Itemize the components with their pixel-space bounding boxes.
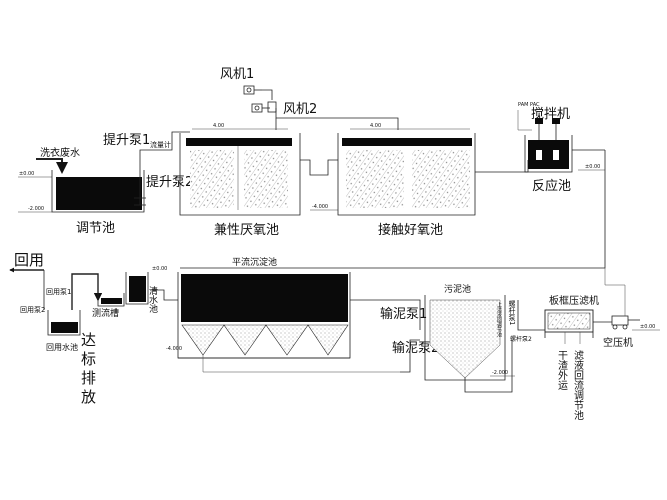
reuse-tank-label: 回用水池 [46,342,78,352]
lift-pump2-label: 提升泵2 [146,174,193,190]
elev-label: ±0.00 [585,164,600,170]
elev-top-label: 4.00 [213,123,224,129]
flowmeter-label: 流量计 [150,140,171,149]
screw-pump1-label: 螺杆泵1 [508,299,516,325]
reuse-label: 回用 [14,251,44,269]
screw-pump2-label: 螺杆泵2 [510,335,532,343]
flow-channel: 测流槽 清水池 ±0.00 [92,266,167,319]
sludge-pump2-label: 输泥泵2 [392,340,439,356]
anoxic-label: 兼性厌氧池 [214,223,279,238]
anoxic-media-2 [244,150,288,208]
aerobic-media-1 [346,150,404,208]
reuse-pump1-label: 回用泵1 [46,288,71,296]
filter-press-label: 板框压滤机 [549,294,599,307]
lift-pump1-label: 提升泵1 [103,132,150,148]
fan1-icon [243,85,262,95]
dry-sludge-label: 干渣外运 [556,350,568,391]
aerobic-label: 接触好氧池 [378,222,443,238]
elev-label: ±0.00 [152,266,167,272]
equalization-water [56,177,142,210]
clear-water-label: 清水池 [147,285,158,313]
sedimentation-tank: 平流沉淀池 -4.000 [150,256,400,373]
aerobic-media-2 [412,150,470,208]
equalization-tank: 洗衣废水 ±0.00 -2.000 调节池 [18,146,145,236]
sludge-tank: 污泥池 -2.000 螺杆泵1 上清液回调节池 螺杆泵2 [424,283,545,393]
fan1-label: 风机1 [220,67,254,82]
fan2-label: 风机2 [283,102,317,117]
fan2-icon [251,101,277,113]
elev-label: ±0.00 [640,324,655,330]
sludge-pump1-label: 输泥泵1 [380,306,427,322]
elev-label: ±0.00 [19,171,34,177]
elev-label: -4.000 [312,204,328,210]
sludge-pumps: 输泥泵1 输泥泵2 [350,299,439,373]
discharge-label: 达标排放 [79,332,97,408]
reuse-section: 回用 回用泵1 回用泵2 回用水池 [9,251,103,352]
wastewater-label: 洗衣废水 [40,146,80,159]
compressor-icon [611,315,640,330]
anoxic-tank: 4.00 兼性厌氧池 [179,123,301,238]
fan-group: 风机1 风机2 [220,67,399,130]
elev-label: -2.000 [492,370,508,376]
air-compressor-label: 空压机 [603,336,633,349]
elev-label: -4.000 [166,346,182,352]
reuse-pump2-label: 回用泵2 [20,306,45,314]
sedimentation-label: 平流沉淀池 [232,256,277,268]
elev-label: -2.000 [28,206,44,212]
equalization-label: 调节池 [76,221,115,236]
sludge-tank-label: 污泥池 [444,283,471,295]
anoxic-media-1 [190,150,234,208]
elev-top-label: 4.00 [370,123,381,129]
reaction-tank: PAM PAC 搅拌机 反应池 ±0.00 [517,102,605,194]
pipe-note-label: 上清液回调节池 [496,301,502,337]
filter-press: 板框压滤机 干渣外运 滤液回流调节池 [544,294,612,420]
flow-channel-label: 测流槽 [92,307,119,319]
air-compressor: 空压机 ±0.00 [603,268,660,349]
pam-pac-label: PAM PAC [518,102,540,108]
lift-pumps: 提升泵1 流量计 提升泵2 [103,131,193,206]
reaction-label: 反应池 [532,178,571,194]
filtrate-return-label: 滤液回流调节池 [572,349,584,420]
aerobic-tank: 4.00 接触好氧池 [337,123,476,238]
